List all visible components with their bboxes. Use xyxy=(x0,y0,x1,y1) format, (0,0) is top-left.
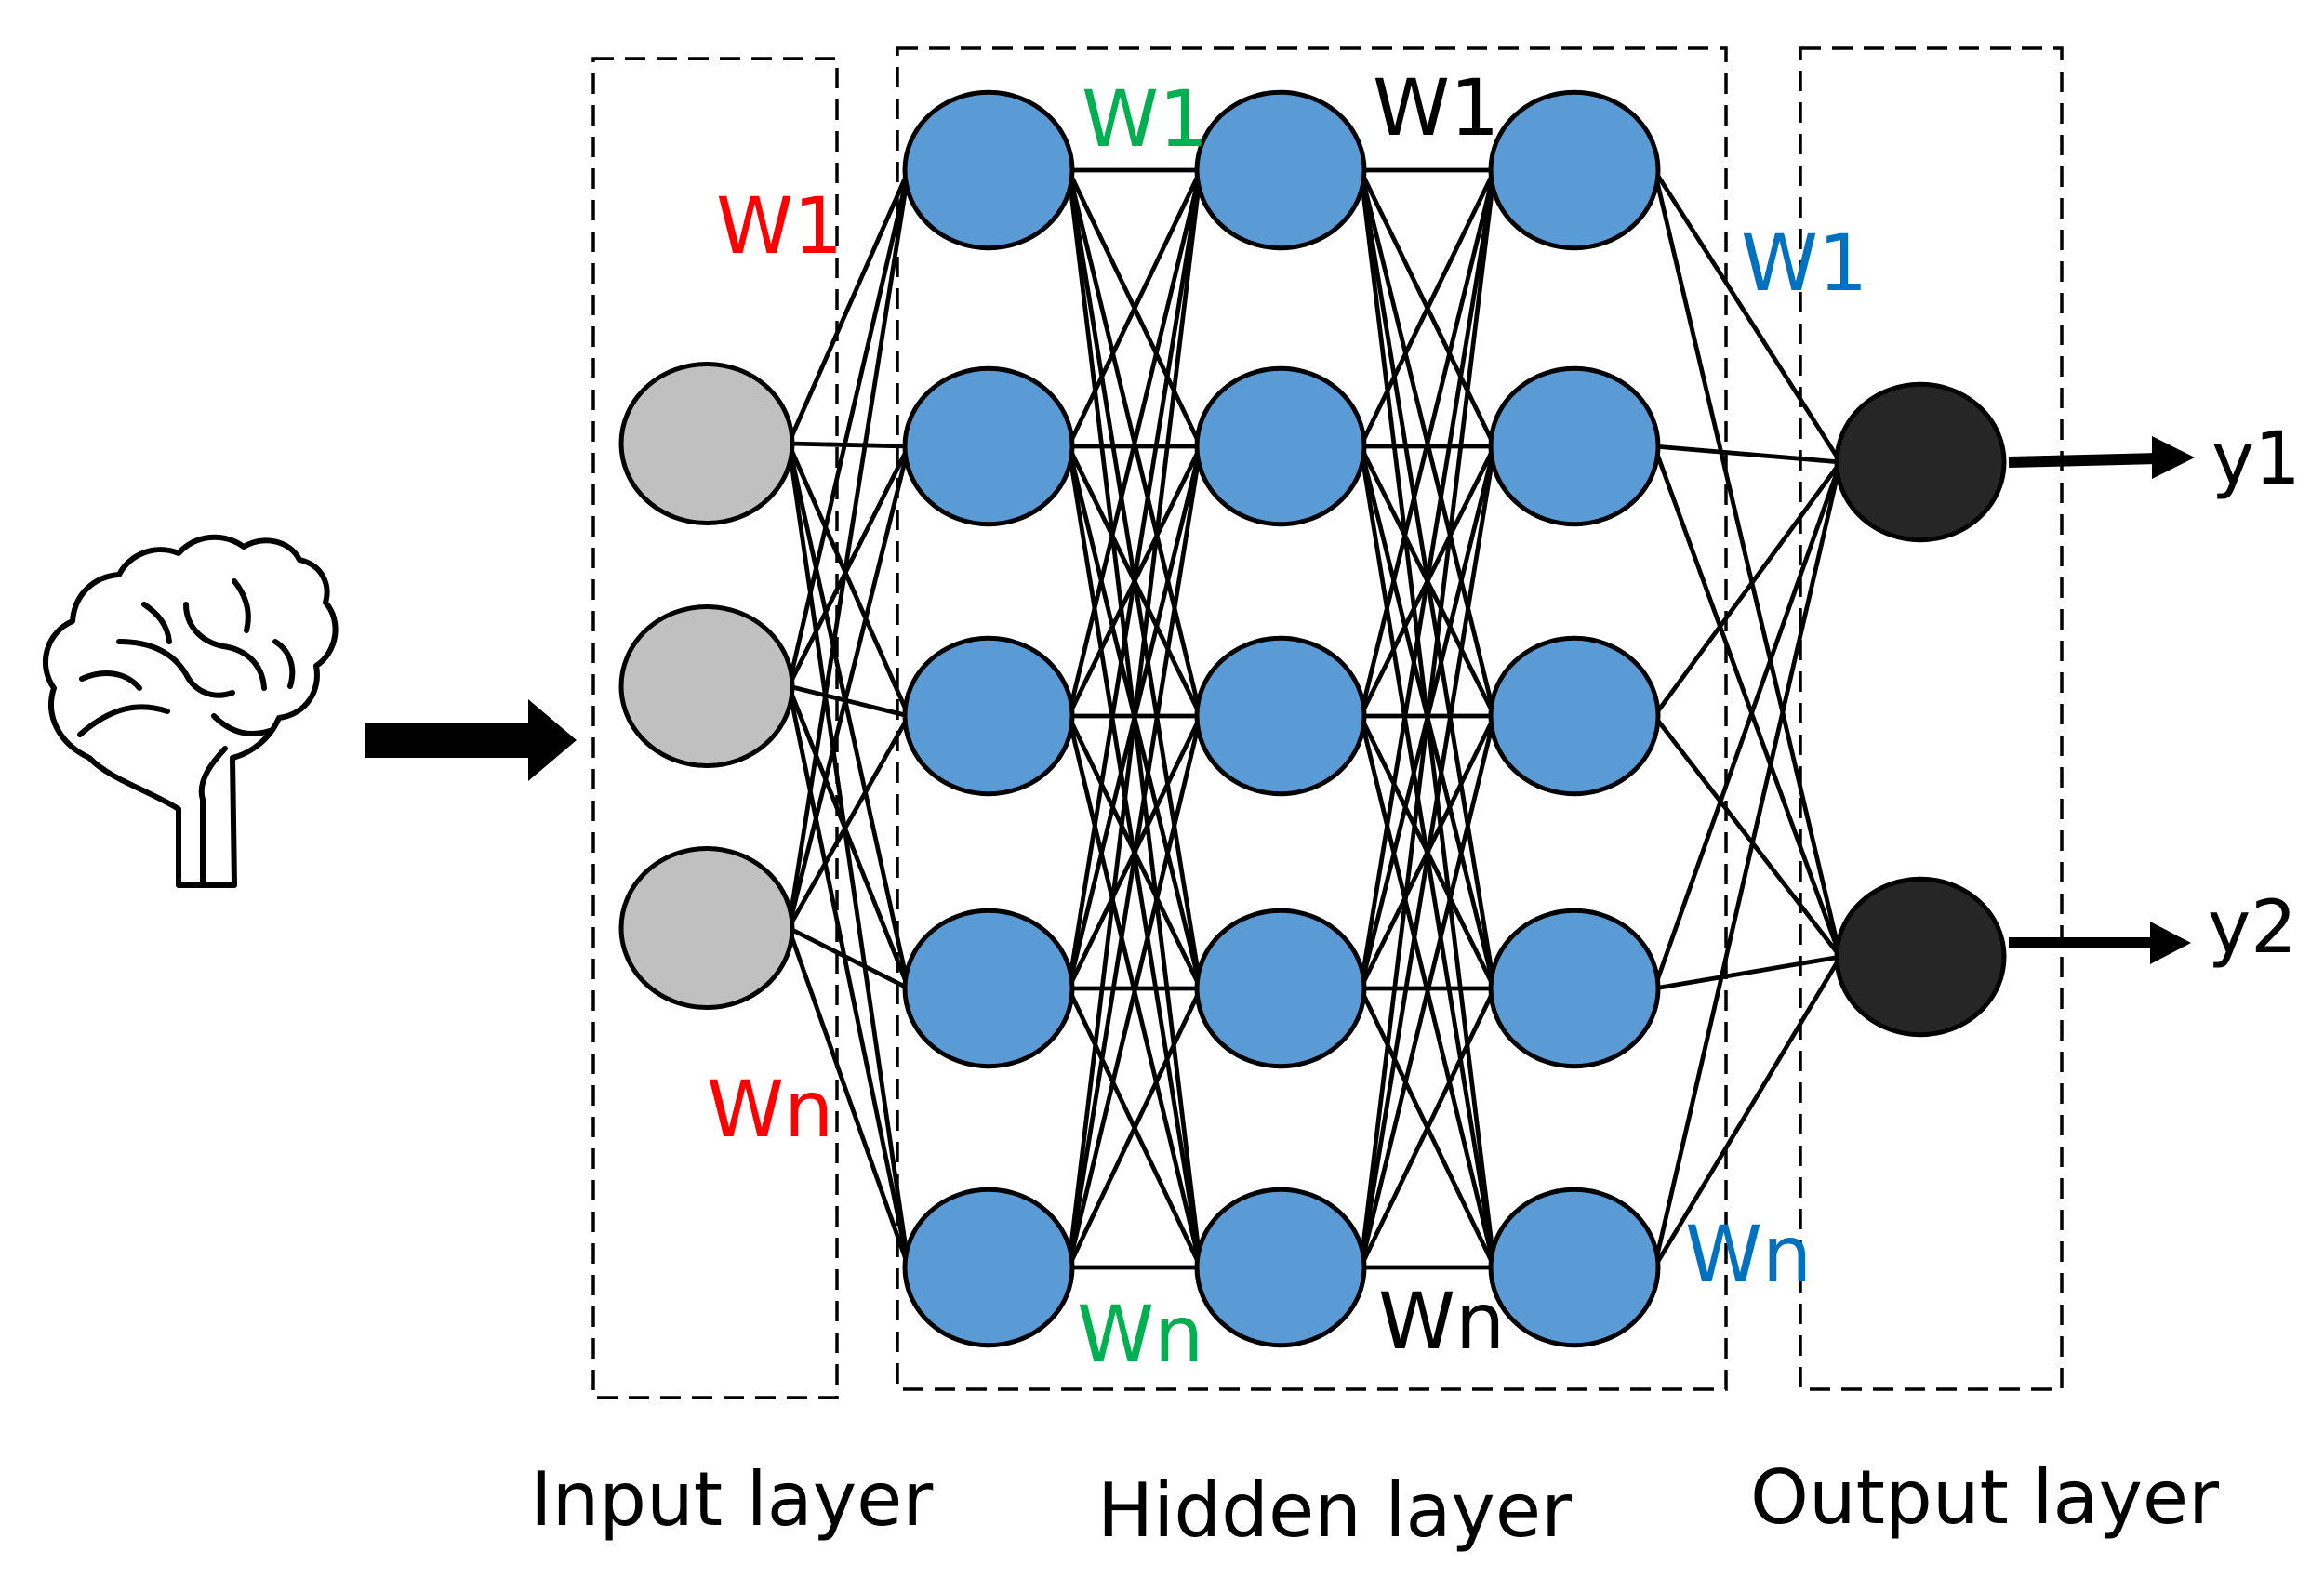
hidden-node-l3-3 xyxy=(1488,635,1661,797)
weight-label-output-top: W1 xyxy=(1741,218,1868,309)
hidden-node-l1-4 xyxy=(902,908,1075,1069)
connection xyxy=(1066,169,1203,717)
connection xyxy=(1066,169,1203,1268)
connection xyxy=(1358,168,1497,448)
connection xyxy=(786,169,911,444)
connection xyxy=(1652,461,1843,1268)
output-arrow-y1 xyxy=(2008,436,2195,479)
output-node-1 xyxy=(1834,381,2007,543)
weight-label-input-bottom: Wn xyxy=(707,1064,833,1155)
connection xyxy=(1652,955,1843,1269)
output-label-y2: y2 xyxy=(2208,886,2297,970)
weight-label-hidden2-top: W1 xyxy=(1373,62,1500,153)
output-layer-box xyxy=(1799,46,2064,1391)
output-label-y1: y1 xyxy=(2211,418,2301,501)
connection xyxy=(1652,461,1843,989)
connection xyxy=(1066,987,1203,1269)
connection xyxy=(786,444,911,688)
connection xyxy=(786,169,911,929)
output-layer-label: Output layer xyxy=(1750,1454,2219,1541)
hidden-node-l2-5 xyxy=(1194,1187,1367,1348)
connection xyxy=(1358,169,1497,989)
connection xyxy=(1066,445,1203,1268)
connection xyxy=(1652,169,1843,958)
connection xyxy=(1358,715,1497,1268)
connection xyxy=(1653,954,1841,991)
output-node-2 xyxy=(1834,876,2007,1038)
connection xyxy=(1358,445,1497,1268)
connection xyxy=(1066,169,1203,989)
connection xyxy=(786,714,911,930)
hidden-node-l3-2 xyxy=(1488,365,1661,527)
connection xyxy=(788,441,910,449)
connection xyxy=(1066,715,1203,1268)
output-arrow-y2 xyxy=(2009,922,2191,964)
connections xyxy=(786,167,1843,1270)
weight-label-output-bottom: Wn xyxy=(1685,1209,1812,1300)
hidden-node-l3-1 xyxy=(1488,89,1661,251)
connection xyxy=(1653,714,1842,959)
connection xyxy=(1358,169,1497,717)
connection xyxy=(786,443,911,989)
nodes xyxy=(618,89,2007,1348)
connection xyxy=(786,169,911,687)
connection xyxy=(786,443,911,1268)
hidden-node-l1-5 xyxy=(902,1187,1075,1348)
hidden-node-l3-4 xyxy=(1488,908,1661,1069)
hidden-node-l1-2 xyxy=(902,365,1075,527)
hidden-node-l2-4 xyxy=(1194,908,1367,1069)
connection xyxy=(1358,169,1497,1268)
weight-label-input-top: W1 xyxy=(716,180,843,272)
input-node-2 xyxy=(618,603,795,769)
connection xyxy=(1653,460,1842,718)
input-node-3 xyxy=(618,845,795,1011)
hidden-layer-label: Hidden layer xyxy=(1097,1467,1572,1554)
hidden-node-l2-2 xyxy=(1194,365,1367,527)
connection xyxy=(786,927,911,1268)
hidden-node-l1-1 xyxy=(902,89,1075,251)
brain-icon xyxy=(43,534,339,888)
connection xyxy=(786,685,911,989)
connection xyxy=(1653,444,1841,465)
hidden-node-l2-1 xyxy=(1194,89,1367,251)
connection xyxy=(1652,168,1843,464)
connection xyxy=(1066,168,1203,448)
connection xyxy=(786,685,911,1268)
connection xyxy=(786,445,911,929)
weight-label-hidden1-top: W1 xyxy=(1082,73,1209,165)
connection xyxy=(1652,445,1843,958)
connection xyxy=(786,443,911,717)
input-layer-label: Input layer xyxy=(530,1456,933,1543)
input-node-1 xyxy=(618,361,795,526)
connection xyxy=(1358,987,1497,1269)
weight-label-hidden1-bottom: Wn xyxy=(1077,1289,1203,1380)
hidden-node-l3-5 xyxy=(1488,1187,1661,1348)
connection xyxy=(787,925,910,991)
hidden-node-l2-3 xyxy=(1194,635,1367,797)
weight-label-hidden2-bottom: Wn xyxy=(1378,1276,1505,1367)
hidden-layer-box xyxy=(896,46,1728,1391)
connection xyxy=(788,683,910,719)
right-arrow-icon xyxy=(365,699,577,781)
hidden-node-l1-3 xyxy=(902,635,1075,797)
